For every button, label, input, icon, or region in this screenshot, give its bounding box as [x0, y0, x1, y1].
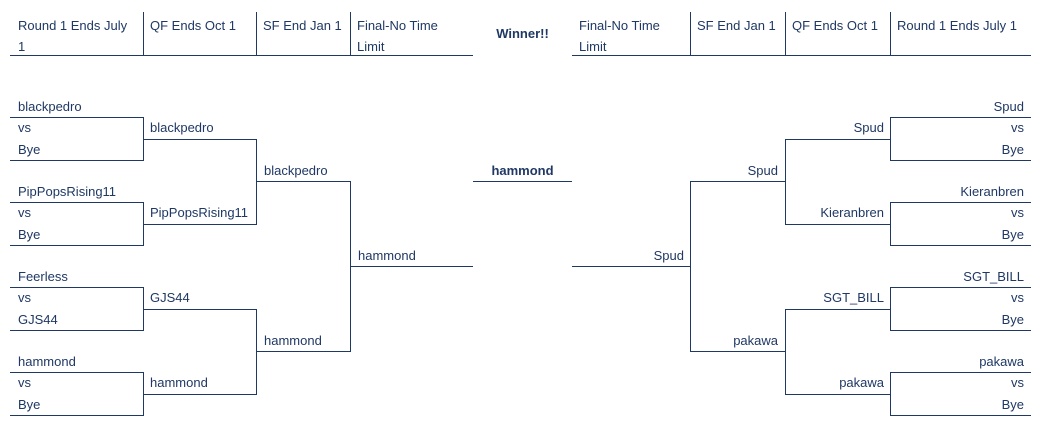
- left-r1-m3-top: Feerless: [18, 269, 68, 284]
- right-qf-2: Kieranbren: [820, 205, 884, 220]
- right-r1-m4-bottom: Bye: [1001, 397, 1024, 412]
- header-sf-right: SF End Jan 1: [697, 18, 776, 33]
- right-r1-m4-vs: vs: [1011, 375, 1024, 390]
- right-qf-1: Spud: [853, 120, 884, 135]
- right-r1-m3-bottom: Bye: [1001, 312, 1024, 327]
- right-r1-m4-top: pakawa: [979, 354, 1024, 369]
- right-qf-4: pakawa: [839, 375, 884, 390]
- right-sf-2: pakawa: [733, 333, 778, 348]
- right-r1-m2-top: Kieranbren: [960, 184, 1024, 199]
- right-r1-m3-top: SGT_BILL: [963, 269, 1024, 284]
- header-sf-left: SF End Jan 1: [263, 18, 342, 33]
- right-r1-m2-bottom: Bye: [1001, 227, 1024, 242]
- header-final-left: Final-No Time Limit: [357, 18, 438, 54]
- left-r1-m2-top: PipPopsRising11: [18, 184, 117, 199]
- left-qf-2: PipPopsRising11: [150, 205, 249, 220]
- right-final: Spud: [653, 248, 684, 263]
- left-r1-m3-vs: vs: [18, 290, 31, 305]
- right-sf-1: Spud: [747, 163, 778, 178]
- left-final: hammond: [358, 248, 416, 263]
- left-r1-m3-bottom: GJS44: [18, 312, 58, 327]
- header-round1-right: Round 1 Ends July 1: [897, 18, 1017, 33]
- header-round1-left: Round 1 Ends July 1: [18, 18, 128, 54]
- left-r1-m1-vs: vs: [18, 120, 31, 135]
- right-qf-3: SGT_BILL: [823, 290, 884, 305]
- header-qf-left: QF Ends Oct 1: [150, 18, 236, 33]
- left-qf-4: hammond: [150, 375, 208, 390]
- header-qf-right: QF Ends Oct 1: [792, 18, 878, 33]
- left-r1-m2-bottom: Bye: [18, 227, 41, 242]
- header-final-right: Final-No Time Limit: [579, 18, 660, 54]
- winner-name: hammond: [491, 163, 554, 178]
- header-winner: Winner!!: [496, 26, 549, 41]
- left-r1-m2-vs: vs: [18, 205, 31, 220]
- left-qf-3: GJS44: [150, 290, 190, 305]
- right-r1-m1-top: Spud: [993, 99, 1024, 114]
- left-qf-1: blackpedro: [150, 120, 214, 135]
- left-r1-m1-bottom: Bye: [18, 142, 41, 157]
- left-r1-m4-top: hammond: [18, 354, 76, 369]
- left-r1-m4-bottom: Bye: [18, 397, 41, 412]
- left-sf-2: hammond: [264, 333, 322, 348]
- left-r1-m1-top: blackpedro: [18, 99, 82, 114]
- right-r1-m2-vs: vs: [1011, 205, 1024, 220]
- right-r1-m1-vs: vs: [1011, 120, 1024, 135]
- left-sf-1: blackpedro: [264, 163, 328, 178]
- right-r1-m3-vs: vs: [1011, 290, 1024, 305]
- right-r1-m1-bottom: Bye: [1001, 142, 1024, 157]
- left-r1-m4-vs: vs: [18, 375, 31, 390]
